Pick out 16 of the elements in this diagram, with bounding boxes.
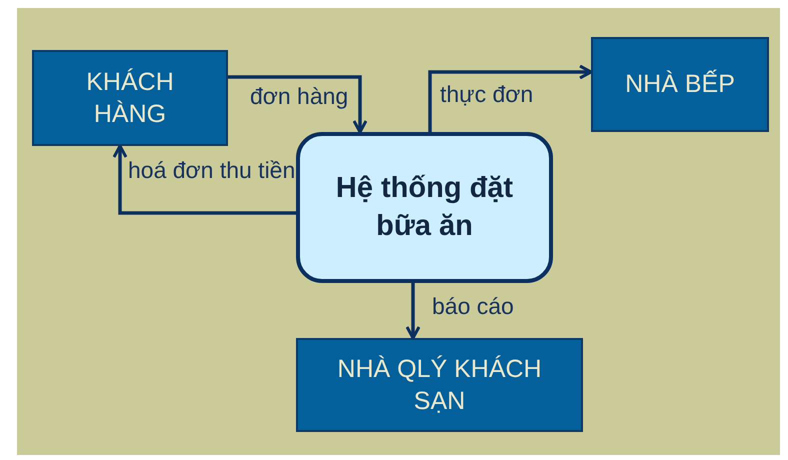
node-label: NHÀ BẾP: [625, 68, 735, 100]
node-label: Hệ thống đặt bữa ăn: [334, 170, 514, 244]
node-label: NHÀ QLÝ KHÁCH SẠN: [336, 354, 543, 417]
node-label: KHÁCH HÀNG: [85, 66, 175, 130]
edge-label: đơn hàng: [250, 82, 350, 111]
arrow: [112, 144, 296, 215]
arrow: [406, 283, 420, 340]
system-box: [296, 132, 553, 283]
actor-box: [296, 338, 583, 432]
edge-label: báo cáo: [432, 292, 515, 321]
edge-label: hoá đơn thu tiền: [128, 156, 296, 185]
arrow: [228, 75, 368, 134]
actor-box: [591, 37, 769, 132]
actor-box: [32, 50, 228, 146]
arrow: [428, 64, 592, 132]
edge-label: thực đơn: [440, 80, 534, 109]
